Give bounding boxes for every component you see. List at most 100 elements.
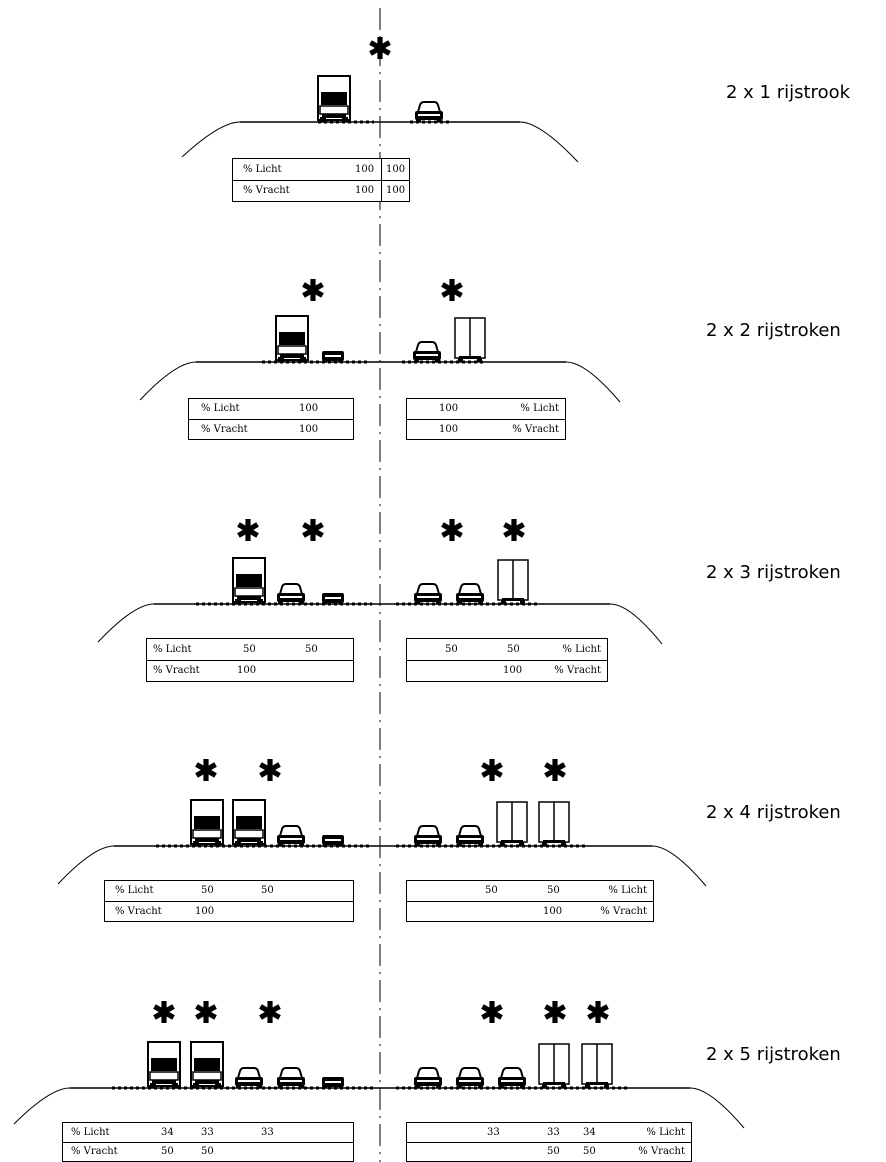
star-icon xyxy=(441,279,463,301)
licht-value: 33 xyxy=(547,1126,560,1138)
star-icon xyxy=(481,1001,503,1023)
car-icon xyxy=(414,1067,442,1088)
truck-icon xyxy=(581,1043,613,1088)
licht-row: % Licht 34 33 33 xyxy=(63,1123,353,1142)
car-icon xyxy=(414,825,442,846)
lane-share-table-2-right: 100 % Licht 100 % Vracht xyxy=(406,398,566,440)
car-icon xyxy=(456,583,484,604)
car-icon xyxy=(456,825,484,846)
truck-icon xyxy=(538,1043,570,1088)
vracht-row: % Vracht 50 50 xyxy=(63,1142,353,1161)
vracht-row: % Vracht 100 xyxy=(105,901,353,921)
licht-value: 33 xyxy=(487,1126,500,1138)
embankment-left xyxy=(181,121,241,158)
star-icon xyxy=(544,759,566,781)
vracht-value: 50 xyxy=(201,1146,214,1157)
car-icon xyxy=(277,583,305,604)
car-icon xyxy=(277,1067,305,1088)
vracht-value: 100 xyxy=(386,185,406,196)
licht-value: 50 xyxy=(201,885,214,896)
licht-row: % Licht 100 100 xyxy=(233,159,409,180)
truck-icon xyxy=(317,75,351,122)
licht-row: 100 % Licht xyxy=(407,399,565,419)
vracht-row: 50 50 % Vracht xyxy=(407,1142,691,1161)
truck-icon xyxy=(538,801,570,846)
star-icon xyxy=(503,519,525,541)
star-icon xyxy=(302,519,324,541)
vracht-label: % Vracht xyxy=(153,665,200,676)
star-icon xyxy=(587,1001,609,1023)
licht-value: 50 xyxy=(261,885,274,896)
licht-label: % Licht xyxy=(646,1126,685,1138)
truck-icon xyxy=(190,799,224,846)
licht-value: 50 xyxy=(243,643,256,655)
vracht-value: 50 xyxy=(547,1146,560,1157)
licht-value: 100 xyxy=(355,163,375,175)
licht-row: 50 50 % Licht xyxy=(407,639,607,660)
vracht-row: % Vracht 100 xyxy=(189,419,353,439)
licht-value: 34 xyxy=(161,1126,174,1138)
star-icon xyxy=(481,759,503,781)
section-title-2: 2 x 2 rijstroken xyxy=(706,320,841,341)
star-icon xyxy=(369,37,391,59)
vracht-row: % Vracht 100 xyxy=(147,660,353,681)
vracht-label: % Vracht xyxy=(512,423,559,435)
licht-label: % Licht xyxy=(520,403,559,414)
vracht-row: % Vracht 100 100 xyxy=(233,180,409,201)
van-icon xyxy=(322,351,344,362)
vracht-label: % Vracht xyxy=(600,905,647,917)
embankment-right xyxy=(651,845,707,887)
star-icon xyxy=(195,759,217,781)
vracht-value: 100 xyxy=(439,423,459,435)
licht-value: 34 xyxy=(583,1126,596,1138)
lane-share-table-4-right: 50 50 % Licht 100 % Vracht xyxy=(406,880,654,922)
embankment-right xyxy=(609,603,663,645)
licht-label: % Licht xyxy=(153,643,192,655)
embankment-left xyxy=(97,603,155,643)
star-icon xyxy=(441,519,463,541)
star-icon xyxy=(153,1001,175,1023)
licht-value: 50 xyxy=(445,643,458,655)
van-icon xyxy=(322,593,344,604)
truck-icon xyxy=(190,1041,224,1088)
vracht-value: 100 xyxy=(503,665,523,676)
licht-label: % Licht xyxy=(71,1126,110,1138)
truck-icon xyxy=(232,799,266,846)
star-icon xyxy=(302,279,324,301)
lane-share-table-3-left: % Licht 50 50 % Vracht 100 xyxy=(146,638,354,682)
licht-row: 50 50 % Licht xyxy=(407,881,653,901)
licht-value: 33 xyxy=(201,1126,214,1138)
vracht-value: 100 xyxy=(237,665,257,676)
truck-icon xyxy=(496,801,528,846)
licht-value: 33 xyxy=(261,1126,274,1138)
vracht-label: % Vracht xyxy=(243,185,290,196)
licht-row: % Licht 50 50 xyxy=(105,881,353,901)
lane-share-table-3-right: 50 50 % Licht 100 % Vracht xyxy=(406,638,608,682)
vracht-value: 100 xyxy=(195,905,215,917)
lane-share-table-4-left: % Licht 50 50 % Vracht 100 xyxy=(104,880,354,922)
lane-share-table-5-right: 33 33 34 % Licht 50 50 % Vracht xyxy=(406,1122,692,1162)
licht-label: % Licht xyxy=(562,643,601,655)
vracht-value: 50 xyxy=(161,1146,174,1157)
section-title-1: 2 x 1 rijstrook xyxy=(726,82,851,103)
lane-share-table-1: % Licht 100 100 % Vracht 100 100 xyxy=(232,158,410,202)
licht-value: 50 xyxy=(507,643,520,655)
car-icon xyxy=(414,583,442,604)
embankment-left xyxy=(57,845,115,885)
licht-label: % Licht xyxy=(201,403,240,414)
lane-share-table-5-left: % Licht 34 33 33 % Vracht 50 50 xyxy=(62,1122,354,1162)
vracht-label: % Vracht xyxy=(201,423,248,435)
car-icon xyxy=(413,341,441,362)
vracht-label: % Vracht xyxy=(71,1146,118,1157)
licht-value: 100 xyxy=(299,403,319,414)
vracht-row: 100 % Vracht xyxy=(407,419,565,439)
vracht-row: 100 % Vracht xyxy=(407,901,653,921)
embankment-right xyxy=(519,121,579,163)
van-icon xyxy=(322,1077,344,1088)
vracht-row: 100 % Vracht xyxy=(407,660,607,681)
star-icon xyxy=(544,1001,566,1023)
section-title-4: 2 x 4 rijstroken xyxy=(706,802,841,823)
star-icon xyxy=(195,1001,217,1023)
